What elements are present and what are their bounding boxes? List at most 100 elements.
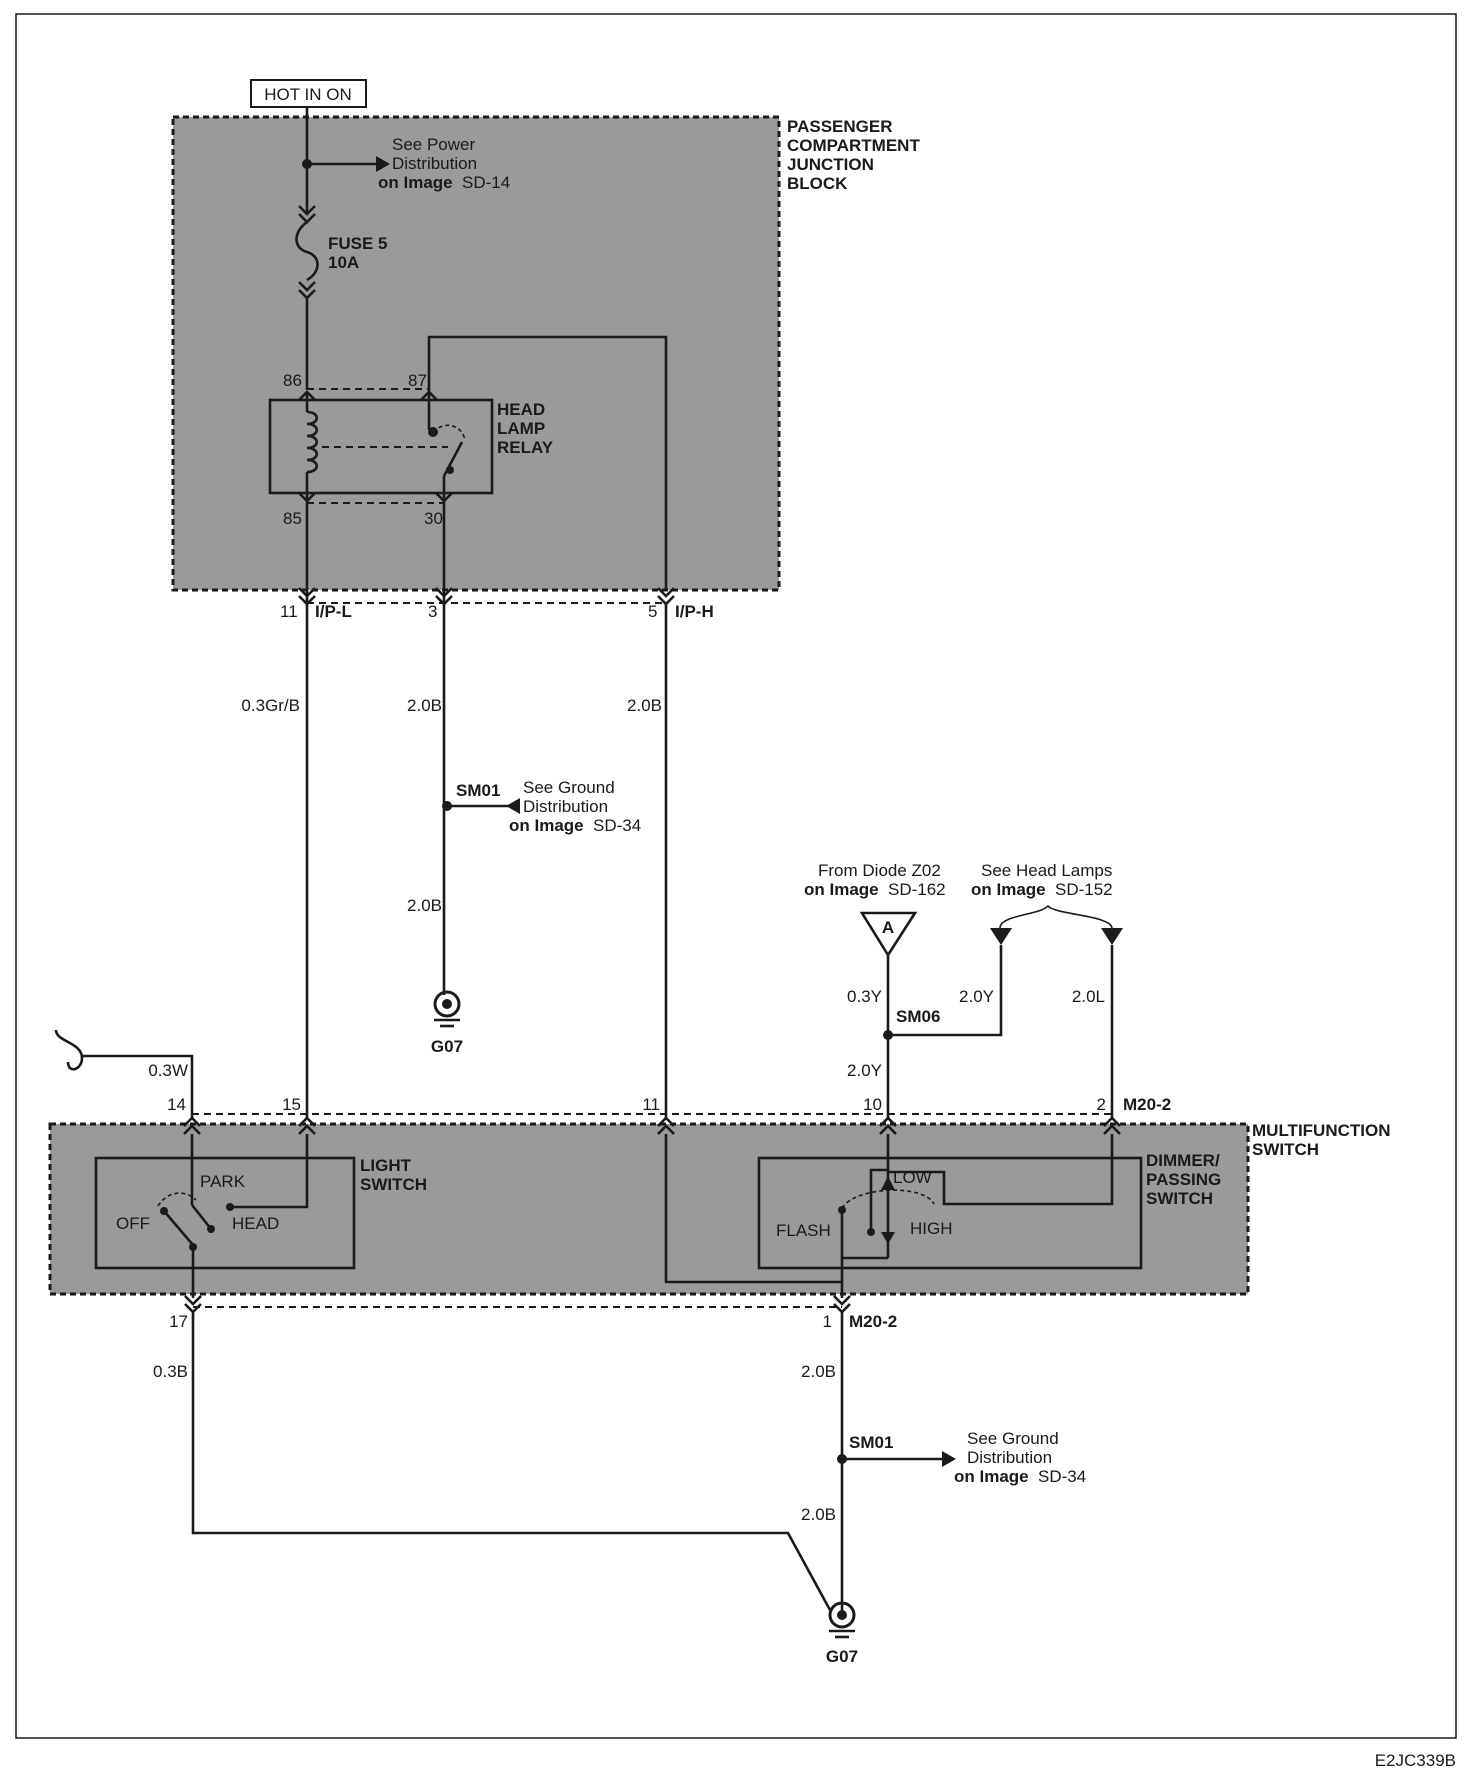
svg-text:RELAY: RELAY bbox=[497, 438, 554, 457]
wire-0-3grb: 0.3Gr/B bbox=[241, 696, 300, 715]
svg-text:LIGHT: LIGHT bbox=[360, 1156, 412, 1175]
light-switch bbox=[94, 1156, 356, 1270]
svg-text:SWITCH: SWITCH bbox=[1146, 1189, 1213, 1208]
light-switch-contact-2 bbox=[190, 1204, 213, 1230]
svg-text:LAMP: LAMP bbox=[497, 419, 545, 438]
light-switch-contact-1 bbox=[163, 1210, 194, 1246]
svg-text:SD-162: SD-162 bbox=[888, 880, 946, 899]
wire-2-0b-d: 2.0B bbox=[801, 1362, 836, 1381]
mf-pin-2: 2 bbox=[1097, 1095, 1106, 1114]
wire-2-0b-c: 2.0B bbox=[407, 896, 442, 915]
ground-g07-top bbox=[433, 990, 461, 1028]
mf-pin-17: 17 bbox=[169, 1312, 188, 1331]
dimmer-passing-switch bbox=[757, 1156, 1143, 1270]
light-switch-park: PARK bbox=[200, 1172, 246, 1191]
svg-text:JUNCTION: JUNCTION bbox=[787, 155, 874, 174]
fuse-name: FUSE 5 bbox=[328, 234, 388, 253]
svg-text:See Ground: See Ground bbox=[523, 778, 615, 797]
ground-g07-top-label: G07 bbox=[431, 1037, 463, 1056]
connector-a-triangle bbox=[859, 911, 918, 958]
wire-2-0b-b: 2.0B bbox=[627, 696, 662, 715]
ip-l-connector: I/P-L bbox=[315, 602, 352, 621]
light-switch-off: OFF bbox=[116, 1214, 150, 1233]
wire-2-0l: 2.0L bbox=[1072, 987, 1105, 1006]
m20-2-top-connector: M20-2 bbox=[1123, 1095, 1171, 1114]
wire-2-0y-down: 2.0Y bbox=[847, 1061, 882, 1080]
svg-text:SD-34: SD-34 bbox=[1038, 1467, 1086, 1486]
mf-pin-10: 10 bbox=[863, 1095, 882, 1114]
dimmer-high: HIGH bbox=[910, 1219, 953, 1238]
light-switch-head: HEAD bbox=[232, 1214, 279, 1233]
light-switch-label: LIGHT SWITCH bbox=[360, 1156, 427, 1194]
dimmer-passing-switch-label: DIMMER/ PASSING SWITCH bbox=[1146, 1151, 1221, 1208]
diode-z02-ref: From Diode Z02 on Image SD-162 bbox=[804, 861, 946, 899]
relay-pin-85: 85 bbox=[283, 509, 302, 528]
ip-h-connector: I/P-H bbox=[675, 602, 714, 621]
page-border bbox=[15, 13, 1457, 1739]
svg-text:SWITCH: SWITCH bbox=[1252, 1140, 1319, 1159]
splice-sm06-label: SM06 bbox=[896, 1007, 940, 1026]
ip-gnd-pin: 3 bbox=[428, 602, 437, 621]
dimmer-flash: FLASH bbox=[776, 1221, 831, 1240]
head-lamps-brace bbox=[999, 904, 1113, 929]
svg-text:Distribution: Distribution bbox=[392, 154, 477, 173]
svg-text:SD-14: SD-14 bbox=[462, 173, 510, 192]
junction-block-label: PASSENGER COMPARTMENT JUNCTION BLOCK bbox=[787, 117, 920, 193]
head-lamps-ref: See Head Lamps on Image SD-152 bbox=[971, 861, 1113, 899]
ip-l-pin: 11 bbox=[280, 602, 298, 621]
svg-text:SD-152: SD-152 bbox=[1055, 880, 1113, 899]
junction-block-area bbox=[171, 115, 781, 592]
svg-text:See Power: See Power bbox=[392, 135, 475, 154]
relay-pin-87: 87 bbox=[408, 371, 427, 390]
svg-text:on Image: on Image bbox=[804, 880, 879, 899]
svg-text:on Image: on Image bbox=[509, 816, 584, 835]
svg-text:MULTIFUNCTION: MULTIFUNCTION bbox=[1252, 1121, 1391, 1140]
power-distribution-ref: See Power Distribution on Image SD-14 bbox=[378, 135, 510, 192]
connector-a-letter: A bbox=[882, 918, 894, 937]
svg-text:DIMMER/: DIMMER/ bbox=[1146, 1151, 1220, 1170]
ip-h-pin: 5 bbox=[648, 602, 657, 621]
relay-pin-30: 30 bbox=[424, 509, 443, 528]
wire-2-0b-e: 2.0B bbox=[801, 1505, 836, 1524]
svg-text:PASSING: PASSING bbox=[1146, 1170, 1221, 1189]
wire-2-0y-right: 2.0Y bbox=[959, 987, 994, 1006]
svg-text:SWITCH: SWITCH bbox=[360, 1175, 427, 1194]
mf-pin-1: 1 bbox=[823, 1312, 832, 1331]
svg-text:HEAD: HEAD bbox=[497, 400, 545, 419]
svg-text:SD-34: SD-34 bbox=[593, 816, 641, 835]
svg-text:on Image: on Image bbox=[954, 1467, 1029, 1486]
svg-text:on Image: on Image bbox=[971, 880, 1046, 899]
multifunction-switch-label: MULTIFUNCTION SWITCH bbox=[1252, 1121, 1391, 1159]
ground-g07-bottom-label: G07 bbox=[826, 1647, 858, 1666]
svg-text:BLOCK: BLOCK bbox=[787, 174, 848, 193]
hot-in-on-box bbox=[250, 79, 367, 108]
splice-sm01-top-label: SM01 bbox=[456, 781, 500, 800]
wire-2-0b-a: 2.0B bbox=[407, 696, 442, 715]
mf-pin-15: 15 bbox=[282, 1095, 301, 1114]
wire-0-3y: 0.3Y bbox=[847, 987, 882, 1006]
wire-0-3w: 0.3W bbox=[148, 1061, 188, 1080]
svg-text:on Image: on Image bbox=[378, 173, 453, 192]
head-lamp-connector-left bbox=[990, 928, 1012, 945]
relay-pin-86: 86 bbox=[283, 371, 302, 390]
ground-distribution-ref-top: See Ground Distribution on Image SD-34 bbox=[509, 778, 641, 835]
svg-text:Distribution: Distribution bbox=[967, 1448, 1052, 1467]
svg-text:From Diode Z02: From Diode Z02 bbox=[818, 861, 941, 880]
image-code: E2JC339B bbox=[1375, 1751, 1456, 1770]
relay-coil bbox=[306, 410, 319, 474]
m20-2-bottom-connector: M20-2 bbox=[849, 1312, 897, 1331]
mf-pin-11: 11 bbox=[642, 1095, 660, 1114]
ground-distribution-ref-bottom: See Ground Distribution on Image SD-34 bbox=[954, 1429, 1086, 1486]
ground-g07-bottom bbox=[828, 1601, 856, 1639]
svg-text:See Head Lamps: See Head Lamps bbox=[981, 861, 1112, 880]
fuse-rating: 10A bbox=[328, 253, 359, 272]
svg-text:See Ground: See Ground bbox=[967, 1429, 1059, 1448]
wire-0-3b: 0.3B bbox=[153, 1362, 188, 1381]
head-lamp-relay bbox=[268, 398, 494, 495]
hot-in-on-label: HOT IN ON bbox=[264, 85, 352, 104]
svg-text:COMPARTMENT: COMPARTMENT bbox=[787, 136, 920, 155]
splice-sm01-bottom-label: SM01 bbox=[849, 1433, 893, 1452]
svg-text:PASSENGER: PASSENGER bbox=[787, 117, 893, 136]
multifunction-switch-area bbox=[48, 1122, 1250, 1296]
